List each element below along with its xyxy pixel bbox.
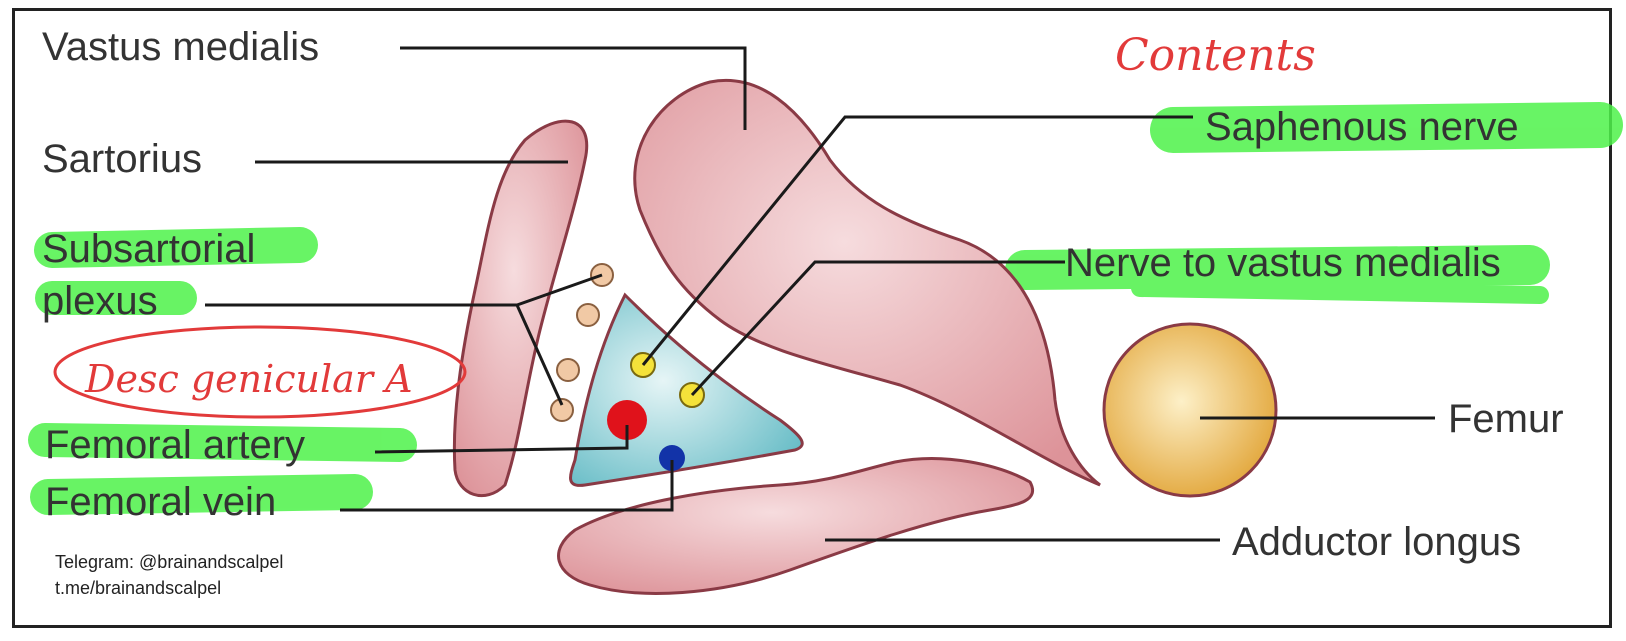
- label-nerve-to-vastus-medialis: Nerve to vastus medialis: [1065, 241, 1501, 285]
- label-subsartorial-plexus-line2: plexus: [42, 279, 158, 323]
- femur-shape: [1104, 324, 1276, 496]
- watermark-link: t.me/brainandscalpel: [55, 578, 221, 599]
- handwritten-desc-genicular: Desc genicular A: [84, 357, 413, 401]
- label-femur: Femur: [1448, 397, 1564, 441]
- label-sartorius: Sartorius: [42, 137, 202, 181]
- label-adductor-longus: Adductor longus: [1232, 520, 1521, 564]
- handwritten-contents: Contents: [1115, 30, 1316, 81]
- label-femoral-vein: Femoral vein: [45, 480, 276, 524]
- sartorius-shape: [454, 121, 586, 496]
- watermark-telegram: Telegram: @brainandscalpel: [55, 552, 283, 573]
- label-subsartorial-plexus-line1: Subsartorial: [42, 227, 255, 271]
- label-vastus-medialis: Vastus medialis: [42, 25, 319, 69]
- label-saphenous-nerve: Saphenous nerve: [1205, 105, 1519, 149]
- label-femoral-artery: Femoral artery: [45, 423, 305, 467]
